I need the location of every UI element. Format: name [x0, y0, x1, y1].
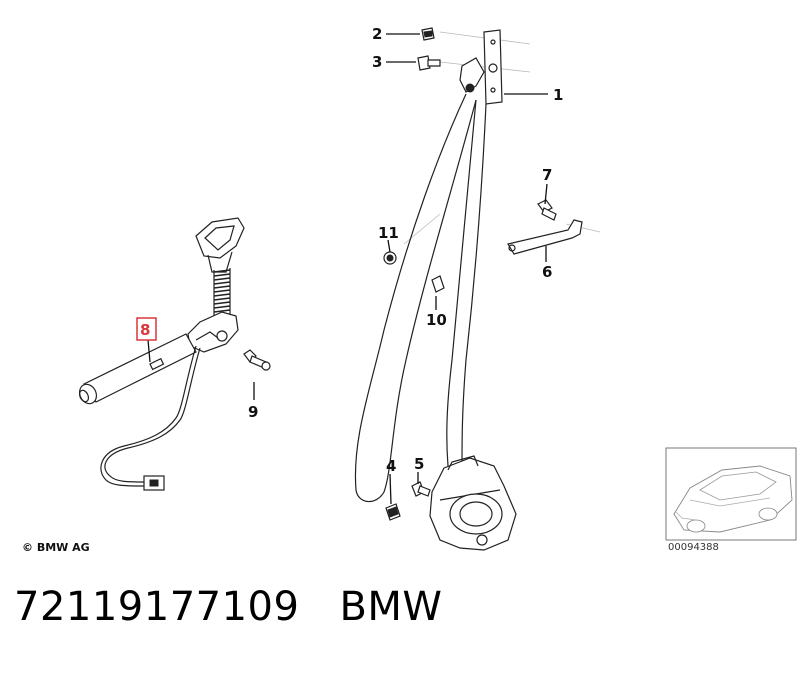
belt-buckle-tensioner — [78, 217, 245, 491]
bolt-2 — [421, 27, 435, 41]
strap-6 — [507, 219, 583, 255]
clip-10 — [431, 275, 445, 293]
copyright-notice: © BMW AG — [22, 541, 90, 554]
callout-7: 7 — [542, 166, 552, 184]
callout-2: 2 — [372, 25, 382, 43]
callout-11: 11 — [378, 224, 399, 242]
bolt-4 — [385, 503, 401, 521]
callout-9: 9 — [248, 403, 258, 421]
part-footer: 72119177109 BMW — [14, 584, 442, 630]
bolt-3 — [417, 55, 441, 71]
bolt-7 — [537, 199, 557, 221]
upper-belt-assembly — [354, 29, 601, 551]
callout-6: 6 — [542, 263, 552, 281]
bolt-5 — [411, 481, 431, 497]
callout-leaders — [147, 33, 548, 505]
callout-4: 4 — [386, 457, 396, 475]
diagram-reference-number: 00094388 — [668, 542, 719, 553]
brand-name: BMW — [339, 584, 443, 630]
nut-11 — [383, 251, 397, 265]
callout-8-highlight[interactable]: 8 — [136, 317, 157, 341]
part-number: 72119177109 — [14, 584, 300, 630]
callout-1: 1 — [553, 86, 563, 104]
callout-5: 5 — [414, 455, 424, 473]
callout-8: 8 — [140, 321, 150, 339]
callout-3: 3 — [372, 53, 382, 71]
vehicle-thumbnail[interactable] — [665, 447, 797, 541]
callout-10: 10 — [426, 311, 447, 329]
spring-coil — [213, 268, 231, 316]
bolt-9 — [243, 349, 271, 371]
